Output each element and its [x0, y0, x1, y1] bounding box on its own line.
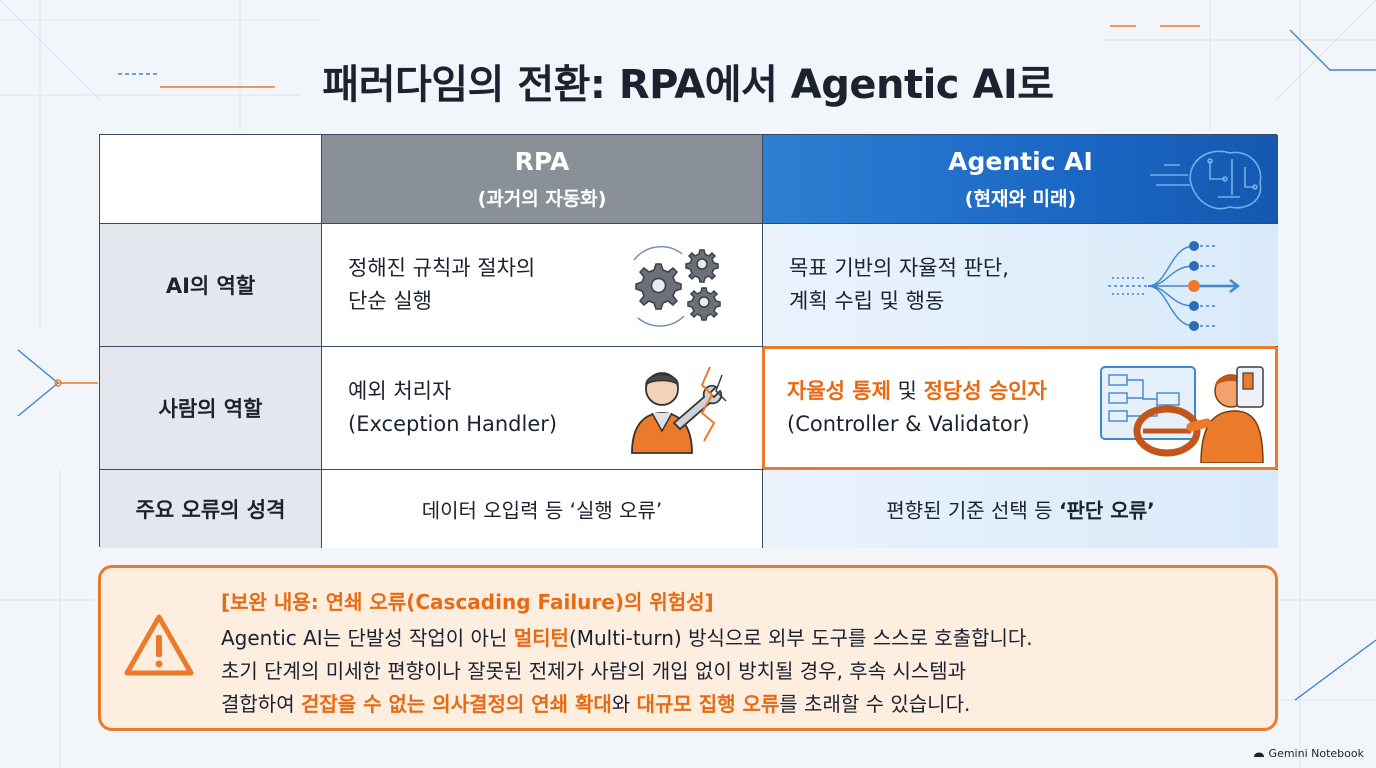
agentic-error-type: 편향된 기준 선택 등 ‘판단 오류’	[763, 470, 1278, 548]
conjunction-label: 및	[890, 379, 924, 403]
header-agentic-subtitle: (현재와 미래)	[964, 188, 1077, 210]
warning-line-3: 결합하여 걷잡을 수 없는 의사결정의 연쇄 확대와 대규모 집행 오류를 초래…	[221, 688, 970, 717]
table-corner	[100, 135, 322, 224]
cascade-emphasis: 걷잡을 수 없는 의사결정의 연쇄 확대	[300, 692, 612, 716]
rpa-error-type: 데이터 오입력 등 ‘실행 오류’	[322, 470, 763, 548]
agentic-human-role-text: 자율성 통제 및 정당성 승인자 (Controller & Validator…	[787, 375, 1047, 441]
notebook-icon	[1253, 752, 1264, 757]
agentic-human-role-line2: (Controller & Validator)	[787, 412, 1030, 436]
warning-line-3-e: 를 초래할 수 있습니다.	[779, 692, 971, 716]
header-rpa-subtitle: (과거의 자동화)	[477, 188, 607, 210]
gears-icon	[633, 245, 721, 327]
agentic-error-prefix: 편향된 기준 선택 등	[886, 498, 1059, 523]
warning-title: [보완 내용: 연쇄 오류(Cascading Failure)의 위험성]	[221, 590, 714, 614]
agentic-ai-role-text: 목표 기반의 자율적 판단, 계획 수립 및 행동	[789, 252, 1009, 318]
comparison-table: RPA (과거의 자동화) Agentic AI (현재와 미래) AI의 역할…	[99, 134, 1278, 548]
footer-brand: Gemini Notebook	[1253, 747, 1364, 760]
warning-line-1-a: Agentic AI는 단발성 작업이 아닌	[221, 626, 514, 650]
rpa-human-role-line2: (Exception Handler)	[348, 412, 558, 436]
agentic-ai-role-line2: 계획 수립 및 행동	[789, 289, 945, 313]
brain-circuit-icon	[1150, 150, 1262, 210]
warning-line-3-a: 결합하여	[221, 692, 301, 716]
legitimacy-approver-label: 정당성 승인자	[923, 379, 1047, 403]
row-label-ai-role: AI의 역할	[100, 224, 322, 347]
rpa-error-type-text: 데이터 오입력 등 ‘실행 오류’	[421, 498, 663, 523]
rpa-ai-role-text: 정해진 규칙과 절차의 단순 실행	[348, 252, 535, 318]
header-rpa-title: RPA	[514, 147, 570, 176]
decision-network-icon	[1108, 241, 1240, 331]
warning-triangle-icon	[124, 614, 194, 676]
rpa-human-role-line1: 예외 처리자	[348, 379, 452, 403]
warning-line-1-c: (Multi-turn) 방식으로 외부 도구를 스스로 호출합니다.	[568, 626, 1033, 650]
agentic-human-role-line1: 자율성 통제 및 정당성 승인자	[787, 375, 1047, 408]
agentic-ai-role-line1: 목표 기반의 자율적 판단,	[789, 256, 1009, 280]
header-agentic-title: Agentic AI	[948, 147, 1093, 176]
warning-box: [보완 내용: 연쇄 오류(Cascading Failure)의 위험성] A…	[98, 565, 1278, 731]
header-agentic: Agentic AI (현재와 미래)	[763, 135, 1278, 224]
warning-line-1: Agentic AI는 단발성 작업이 아닌 멀티턴(Multi-turn) 방…	[221, 622, 1033, 651]
rpa-human-role: 예외 처리자 (Exception Handler)	[322, 347, 763, 470]
controller-operator-icon	[1100, 366, 1264, 463]
footer-label: Gemini Notebook	[1268, 747, 1364, 760]
autonomy-control-label: 자율성 통제	[787, 379, 891, 403]
header-rpa: RPA (과거의 자동화)	[322, 135, 763, 224]
rpa-ai-role-line2: 단순 실행	[348, 289, 432, 313]
page-title: 패러다임의 전환: RPA에서 Agentic AI로	[322, 62, 1054, 108]
agentic-error-type-text: 편향된 기준 선택 등 ‘판단 오류’	[763, 495, 1278, 524]
agentic-ai-role: 목표 기반의 자율적 판단, 계획 수립 및 행동	[763, 224, 1278, 347]
row-label-error-type: 주요 오류의 성격	[100, 470, 322, 548]
rpa-ai-role: 정해진 규칙과 절차의 단순 실행	[322, 224, 763, 347]
worker-wrench-icon	[631, 366, 727, 454]
rpa-ai-role-line1: 정해진 규칙과 절차의	[348, 256, 536, 280]
row-label-human-role: 사람의 역할	[100, 347, 322, 470]
warning-line-3-c: 와	[611, 692, 637, 716]
rpa-human-role-text: 예외 처리자 (Exception Handler)	[348, 375, 557, 441]
multi-turn-emphasis: 멀티턴	[513, 626, 569, 650]
mass-execution-emphasis: 대규모 집행 오류	[636, 692, 780, 716]
agentic-human-role-highlight: 자율성 통제 및 정당성 승인자 (Controller & Validator…	[762, 346, 1278, 470]
agentic-error-emphasis: ‘판단 오류’	[1058, 498, 1155, 523]
warning-line-2: 초기 단계의 미세한 편향이나 잘못된 전제가 사람의 개입 없이 방치될 경우…	[221, 659, 967, 683]
